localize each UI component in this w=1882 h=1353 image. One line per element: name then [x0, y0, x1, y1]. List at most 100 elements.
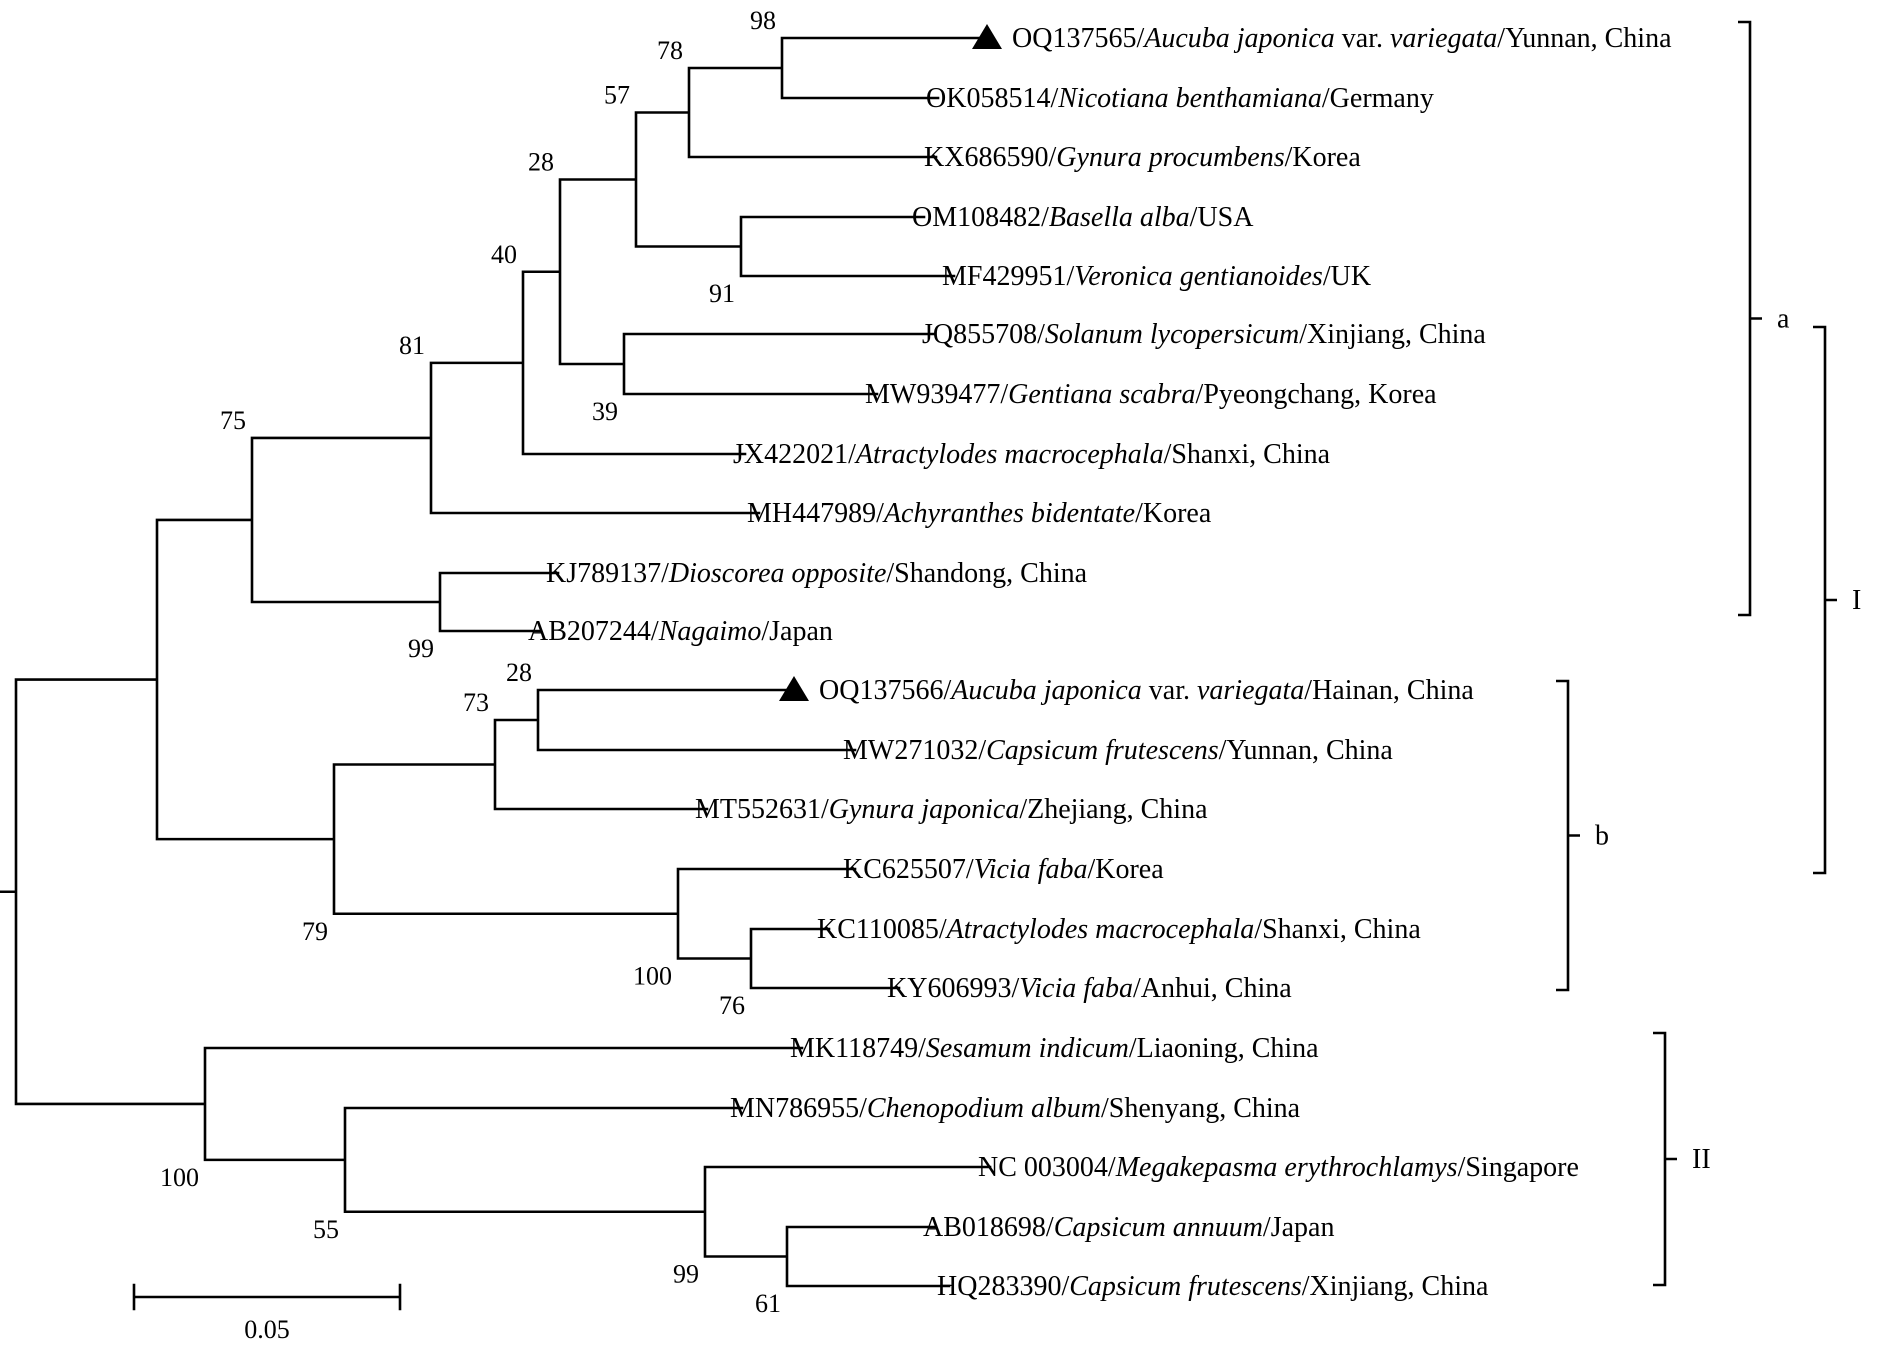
tree-branch-lines: [0, 36, 992, 1288]
accession-number: MW271032/: [843, 735, 986, 766]
group-I-bracket: [1813, 325, 1837, 875]
bootstrap-value: 79: [302, 917, 328, 946]
bootstrap-value: 57: [604, 81, 630, 110]
group-I-label: I: [1852, 585, 1861, 616]
bootstrap-value: 78: [657, 36, 683, 65]
leaf-label: KJ789137/Dioscorea opposite/Shandong, Ch…: [546, 558, 1088, 589]
triangle-marker-icon: [972, 24, 1002, 49]
location: /Shandong, China: [886, 558, 1087, 589]
species-name: Gynura japonica: [829, 794, 1020, 825]
species-name: Nicotiana benthamiana: [1057, 83, 1322, 114]
bootstrap-value: 39: [592, 397, 618, 426]
accession-number: MH447989/: [747, 498, 884, 529]
bootstrap-value: 28: [528, 148, 554, 177]
species-name: Gynura procumbens: [1056, 142, 1284, 173]
species-name: Capsicum frutescens: [1069, 1271, 1302, 1302]
accession-number: NC 003004/: [978, 1152, 1116, 1183]
bootstrap-value: 91: [709, 279, 735, 308]
location: /Hainan, China: [1304, 675, 1474, 706]
leaf-labels: OQ137565/Aucuba japonica var. variegata/…: [528, 23, 1672, 1302]
location: /Yunnan, China: [1497, 23, 1672, 54]
location: /Shanxi, China: [1254, 914, 1421, 945]
variety-label: var.: [1335, 23, 1390, 54]
species-name: Veronica gentianoides: [1074, 261, 1323, 292]
bootstrap-value: 100: [160, 1163, 199, 1192]
accession-number: AB018698/: [923, 1212, 1054, 1243]
location: /Japan: [1263, 1212, 1335, 1243]
leaf-label: OQ137566/Aucuba japonica var. variegata/…: [819, 675, 1474, 706]
location: /Shenyang, China: [1101, 1093, 1301, 1124]
query-markers: [779, 24, 1002, 701]
scale-bar-line: [132, 1283, 402, 1311]
accession-number: OK058514/: [926, 83, 1058, 114]
variety-name: variegata: [1390, 23, 1497, 54]
location: /USA: [1190, 202, 1255, 233]
bootstrap-value: 98: [750, 6, 776, 35]
leaf-label: KX686590/Gynura procumbens/Korea: [924, 142, 1361, 173]
tree-branches: [0, 36, 992, 1288]
species-name: Achyranthes bidentate: [882, 498, 1135, 529]
location: /UK: [1323, 261, 1371, 292]
leaf-label: MH447989/Achyranthes bidentate/Korea: [747, 498, 1212, 529]
group-II-bracket: [1653, 1031, 1677, 1287]
clade-a-bracket: [1738, 20, 1762, 617]
location: /Anhui, China: [1133, 973, 1292, 1004]
accession-number: MF429951/: [942, 261, 1074, 292]
accession-number: JX422021/: [733, 439, 856, 470]
location: /Liaoning, China: [1129, 1033, 1319, 1064]
variety-label: var.: [1142, 675, 1197, 706]
species-name: Gentiana scabra: [1008, 379, 1195, 410]
bootstrap-value: 81: [399, 331, 425, 360]
scale-bar-label: 0.05: [244, 1315, 290, 1344]
leaf-label: OQ137565/Aucuba japonica var. variegata/…: [1012, 23, 1672, 54]
species-name: Chenopodium album: [867, 1093, 1101, 1124]
leaf-label: MW939477/Gentiana scabra/Pyeongchang, Ko…: [865, 379, 1437, 410]
species-name: Basella alba: [1049, 202, 1190, 233]
species-name: Vicia faba: [1019, 973, 1133, 1004]
accession-number: KC625507/: [843, 854, 974, 885]
clade-b-bracket: [1556, 679, 1580, 992]
leaf-label: OK058514/Nicotiana benthamiana/Germany: [926, 83, 1434, 114]
scale-bar: 0.05: [132, 1283, 402, 1344]
species-name: Sesamum indicum: [926, 1033, 1129, 1064]
accession-number: OM108482/: [912, 202, 1049, 233]
leaf-label: MF429951/Veronica gentianoides/UK: [942, 261, 1371, 292]
leaf-label: AB018698/Capsicum annuum/Japan: [923, 1212, 1334, 1243]
location: /Xinjiang, China: [1299, 319, 1486, 350]
species-name: Solanum lycopersicum: [1045, 319, 1299, 350]
species-name: Capsicum frutescens: [986, 735, 1219, 766]
accession-number: KC110085/: [817, 914, 947, 945]
bootstrap-value: 73: [463, 688, 489, 717]
leaf-label: MT552631/Gynura japonica/Zhejiang, China: [695, 794, 1208, 825]
bootstrap-value: 61: [755, 1289, 781, 1318]
bootstrap-value: 76: [719, 991, 745, 1020]
accession-number: MT552631/: [695, 794, 829, 825]
leaf-label: NC 003004/Megakepasma erythrochlamys/Sin…: [978, 1152, 1579, 1183]
accession-number: OQ137565/: [1012, 23, 1144, 54]
triangle-marker-icon: [779, 676, 809, 701]
leaf-label: MN786955/Chenopodium album/Shenyang, Chi…: [730, 1093, 1301, 1124]
bootstrap-value: 28: [506, 658, 532, 687]
leaf-label: AB207244/Nagaimo/Japan: [528, 616, 833, 647]
accession-number: KX686590/: [924, 142, 1056, 173]
bootstrap-value: 75: [220, 406, 246, 435]
species-name: Megakepasma erythrochlamys: [1115, 1152, 1458, 1183]
location: /Shanxi, China: [1164, 439, 1331, 470]
species-name: Aucuba japonica: [1142, 23, 1335, 54]
location: /Korea: [1285, 142, 1362, 173]
accession-number: KJ789137/: [546, 558, 669, 589]
species-name: Dioscorea opposite: [668, 558, 887, 589]
species-name: Nagaimo: [658, 616, 762, 647]
accession-number: HQ283390/: [937, 1271, 1069, 1302]
location: /Singapore: [1458, 1152, 1579, 1183]
clade-b-label: b: [1595, 821, 1609, 852]
location: /Japan: [761, 616, 833, 647]
location: /Korea: [1087, 854, 1164, 885]
accession-number: MK118749/: [790, 1033, 926, 1064]
leaf-label: KC625507/Vicia faba/Korea: [843, 854, 1164, 885]
leaf-label: KY606993/Vicia faba/Anhui, China: [887, 973, 1292, 1004]
bootstrap-value: 55: [313, 1215, 339, 1244]
location: /Yunnan, China: [1219, 735, 1394, 766]
